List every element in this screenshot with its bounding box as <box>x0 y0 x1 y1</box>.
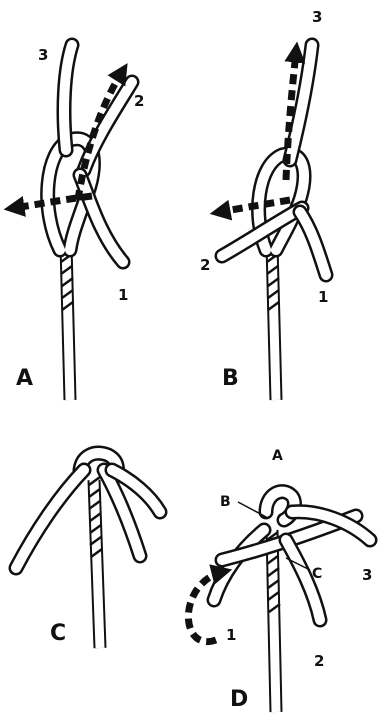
strand-label-2-b: 2 <box>200 256 210 274</box>
strand-label-2-d: 2 <box>314 652 324 670</box>
strand-label-2-a: 2 <box>134 92 144 110</box>
panel-a: 3 2 1 A <box>14 45 144 400</box>
strand-1-a <box>80 175 123 262</box>
panel-label-c: C <box>50 621 66 646</box>
strand-1-b <box>300 212 326 275</box>
strand-label-1-b: 1 <box>318 288 328 306</box>
strand-2-a <box>84 82 132 170</box>
strand-label-1-a: 1 <box>118 286 128 304</box>
rope-d <box>267 530 280 712</box>
strand-left-c <box>16 470 84 568</box>
panel-c: C <box>16 453 160 648</box>
callout-label-a: A <box>272 448 283 464</box>
rope-b <box>267 242 279 400</box>
panel-label-a: A <box>16 366 33 391</box>
callout-label-c: C <box>312 566 322 582</box>
panel-label-b: B <box>222 366 239 391</box>
panel-b: 3 2 1 B <box>200 8 328 400</box>
callout-label-b: B <box>220 494 231 510</box>
panel-label-d: D <box>230 687 248 712</box>
strand-label-3-b: 3 <box>312 8 322 26</box>
strand-3-a <box>64 45 72 150</box>
rope-a <box>61 242 73 400</box>
strand-label-3-a: 3 <box>38 46 48 64</box>
strand-label-1-d: 1 <box>226 626 236 644</box>
strand-label-3-d: 3 <box>362 566 372 584</box>
panel-d: A B C 1 2 3 D <box>188 448 372 712</box>
rope-c <box>89 477 102 648</box>
